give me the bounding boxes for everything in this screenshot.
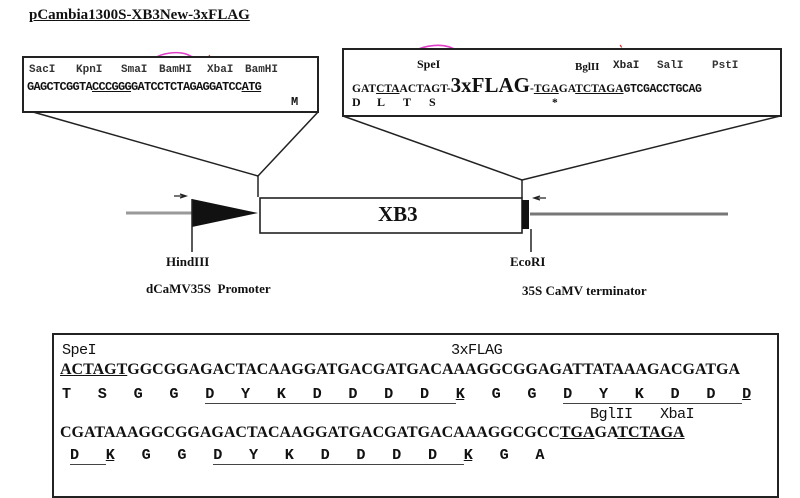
- amino-acid: D: [312, 385, 349, 404]
- enzyme-bamhi-2: BamHI: [245, 64, 279, 76]
- amino-acid: S: [97, 385, 107, 403]
- amino-acid: G: [141, 446, 151, 464]
- amino-acid: D: [670, 385, 707, 404]
- amino-acid: K: [455, 385, 465, 403]
- flag-tag-label: 3xFLAG: [450, 73, 530, 97]
- amino-acid: K: [105, 446, 115, 464]
- aa: S: [429, 95, 436, 109]
- seq-part: GGCGGAGACTACAAGGATGACGATGACAAAGGCGGAGATT…: [127, 361, 741, 378]
- label-3xflag: 3xFLAG: [451, 341, 503, 359]
- amino-acid: T: [62, 385, 71, 403]
- seq-stop-codon: TGA: [559, 424, 595, 441]
- terminator-label: 35S CaMV terminator: [522, 283, 647, 298]
- left-sequence-box: SacI KpnI SmaI BamHI XbaI BamHI GAGCTCGG…: [22, 56, 319, 113]
- enzyme-bamhi: BamHI: [159, 64, 193, 76]
- enzyme-smai: SmaI: [121, 64, 148, 76]
- flag-sequence-box: SpeI 3xFLAG ACTAGTGGCGGAGACTACAAGGATGACG…: [52, 333, 779, 498]
- seq-xbai-site: TCTAGA: [617, 424, 685, 441]
- amino-acid: A: [535, 446, 544, 464]
- amino-acid: D: [563, 385, 599, 404]
- amino-acid: D: [384, 385, 420, 404]
- enzyme-kpni: KpnI: [76, 64, 103, 76]
- amino-acid: G: [133, 385, 143, 403]
- amino-acid: K: [276, 385, 313, 404]
- amino-acid: Y: [598, 385, 635, 404]
- seq-part: GATCCTCTAGAGGATCC: [131, 80, 242, 94]
- seq-spei-site: ACTAGT-: [399, 83, 451, 95]
- reverse-primer-icon: [531, 195, 546, 201]
- enzyme-spei: SpeI: [417, 57, 441, 71]
- aa: T: [403, 95, 412, 109]
- construct-title: pCambia1300S-XB3New-3xFLAG: [29, 7, 250, 23]
- amino-acid: D: [392, 446, 428, 465]
- seq-part: GAT: [352, 83, 377, 95]
- seq-smai-site: CCCGGG: [92, 80, 132, 94]
- enzyme-sali: SalI: [657, 60, 684, 72]
- hindiii-label: HindIII: [166, 254, 210, 269]
- amino-acid: D: [205, 385, 241, 404]
- left-dna-sequence: GAGCTCGGTACCCGGGGATCCTCTAGAGGATCCATG: [27, 80, 262, 94]
- seq-start-codon: ATG: [241, 80, 262, 94]
- amino-acid: D: [320, 446, 357, 465]
- label-xbai: XbaI: [660, 405, 695, 423]
- left-zoom-line-a: [32, 111, 259, 177]
- amino-acid: G: [177, 446, 186, 464]
- seq-cta: CTA: [376, 83, 400, 95]
- enzyme-psti: PstI: [712, 60, 739, 72]
- seq-stop-codon: TGA: [533, 83, 559, 95]
- seq-part: CGATAAAGGCGGAGACTACAAGGATGACGATGACAAAGGC…: [60, 424, 560, 441]
- amino-acid: Y: [240, 385, 277, 404]
- amino-acid: G: [527, 385, 536, 403]
- amino-acid: D: [419, 385, 456, 404]
- amino-acid: K: [634, 385, 671, 404]
- amino-acid: D: [742, 385, 751, 403]
- amino-acid: G: [491, 385, 501, 403]
- amino-acid: Y: [248, 446, 285, 465]
- left-zoom-line-b: [257, 111, 319, 177]
- amino-acid: G: [499, 446, 509, 464]
- right-zoom-line-b: [521, 115, 781, 181]
- seq-part: GA: [558, 83, 576, 95]
- label-spei: SpeI: [62, 341, 97, 359]
- amino-acid: D: [427, 446, 464, 465]
- right-sequence-box: SpeI BglII XbaI SalI PstI GATCTAACTAGT-3…: [342, 48, 782, 117]
- amino-acid: D: [213, 446, 249, 465]
- seq-spei-site: ACTAGT: [60, 361, 128, 378]
- enzyme-xbai: XbaI: [207, 64, 234, 76]
- gene-label-xb3: XB3: [378, 202, 418, 226]
- amino-acid: D: [348, 385, 385, 404]
- label-bglii: BglII: [590, 405, 633, 423]
- seq-part: GA: [594, 424, 618, 441]
- promoter-arrow: [192, 199, 258, 227]
- amino-acid: K: [284, 446, 321, 465]
- right-zoom-line-a: [342, 115, 523, 181]
- row1-dna: ACTAGTGGCGGAGACTACAAGGATGACGATGACAAAGGCG…: [60, 361, 740, 379]
- stop-marker: *: [552, 97, 558, 109]
- amino-acid: D: [706, 385, 743, 404]
- seq-xbai-site: TCTAGA: [575, 83, 624, 95]
- right-dna-sequence: GATCTAACTAGT-3xFLAG-TGAGATCTAGAGTCGACCTG…: [352, 73, 702, 98]
- seq-part: GAGCTCGGTA: [27, 80, 93, 94]
- promoter-label: dCaMV35S Promoter: [146, 281, 271, 296]
- aa: L: [377, 95, 386, 109]
- xb3-gene-box: [259, 197, 523, 234]
- amino-acid: D: [70, 446, 106, 465]
- forward-primer-icon: [174, 193, 189, 199]
- amino-acid: G: [169, 385, 178, 403]
- terminator-block: [522, 200, 529, 229]
- amino-acid-m: M: [291, 95, 298, 109]
- amino-acid: K: [463, 446, 473, 464]
- seq-tail: GTCGACCTGCAG: [623, 83, 702, 96]
- enzyme-xbai: XbaI: [613, 60, 640, 72]
- enzyme-bglii: BglII: [575, 61, 600, 73]
- enzyme-saci: SacI: [29, 64, 56, 76]
- ecori-label: EcoRI: [510, 254, 546, 269]
- seq-dash: -: [529, 83, 534, 95]
- row2-dna: CGATAAAGGCGGAGACTACAAGGATGACGATGACAAAGGC…: [60, 424, 685, 442]
- aa: D: [352, 95, 361, 109]
- amino-acid: D: [356, 446, 393, 465]
